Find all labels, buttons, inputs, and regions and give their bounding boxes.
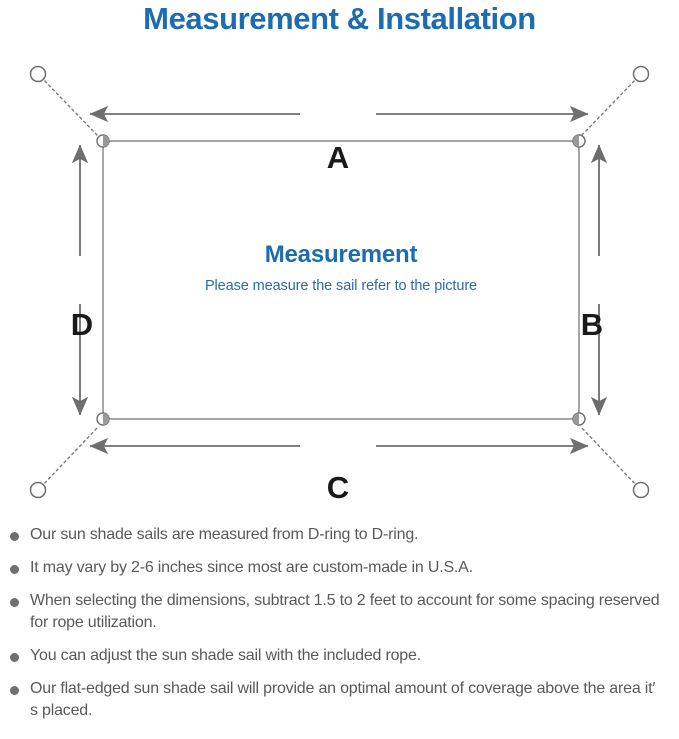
rope-line-top-right	[580, 76, 639, 137]
anchor-point-bottom-right-icon	[632, 481, 650, 499]
d-ring-top-left-fill	[103, 135, 109, 147]
note-item: It may vary by 2-6 inches since most are…	[0, 557, 679, 579]
bullet-icon	[10, 598, 19, 607]
note-text: Our sun shade sails are measured from D-…	[30, 526, 419, 543]
d-ring-bottom-left-fill	[103, 413, 109, 425]
d-ring-top-right-fill	[573, 135, 579, 147]
page-title: Measurement & Installation	[143, 1, 536, 36]
anchor-point-top-right-icon	[632, 65, 650, 83]
sail-shape	[102, 140, 580, 420]
note-item: You can adjust the sun shade sail with t…	[0, 645, 679, 667]
rope-line-top-left	[40, 76, 99, 137]
anchor-point-bottom-left-icon	[29, 481, 47, 499]
note-text: Our flat-edged sun shade sail will provi…	[30, 680, 656, 719]
bullet-icon	[10, 653, 19, 662]
note-text: When selecting the dimensions, subtract …	[30, 592, 660, 631]
d-ring-bottom-right-fill	[573, 413, 579, 425]
bullet-icon	[10, 565, 19, 574]
note-text: You can adjust the sun shade sail with t…	[30, 647, 421, 664]
dimension-label-c: C	[326, 470, 350, 505]
measurement-diagram: Measurement Please measure the sail refe…	[0, 44, 679, 520]
dimension-label-a: A	[326, 140, 350, 175]
anchor-points	[29, 65, 650, 499]
note-text: It may vary by 2-6 inches since most are…	[30, 559, 473, 576]
bullet-icon	[10, 686, 19, 695]
d-rings	[96, 134, 586, 426]
note-item: When selecting the dimensions, subtract …	[0, 590, 679, 634]
dimension-label-d: D	[70, 307, 94, 342]
rope-line-bottom-right	[580, 426, 639, 488]
bullet-icon	[10, 532, 19, 541]
dimension-label-b: B	[580, 307, 604, 342]
note-item: Our flat-edged sun shade sail will provi…	[0, 678, 679, 722]
anchor-point-top-left-icon	[29, 65, 47, 83]
diagram-canvas	[29, 65, 650, 499]
notes-list: Our sun shade sails are measured from D-…	[0, 524, 679, 733]
note-item: Our sun shade sails are measured from D-…	[0, 524, 679, 546]
rope-line-bottom-left	[40, 426, 99, 488]
dimension-arrows	[71, 105, 608, 455]
rope-tether-lines	[40, 76, 639, 488]
